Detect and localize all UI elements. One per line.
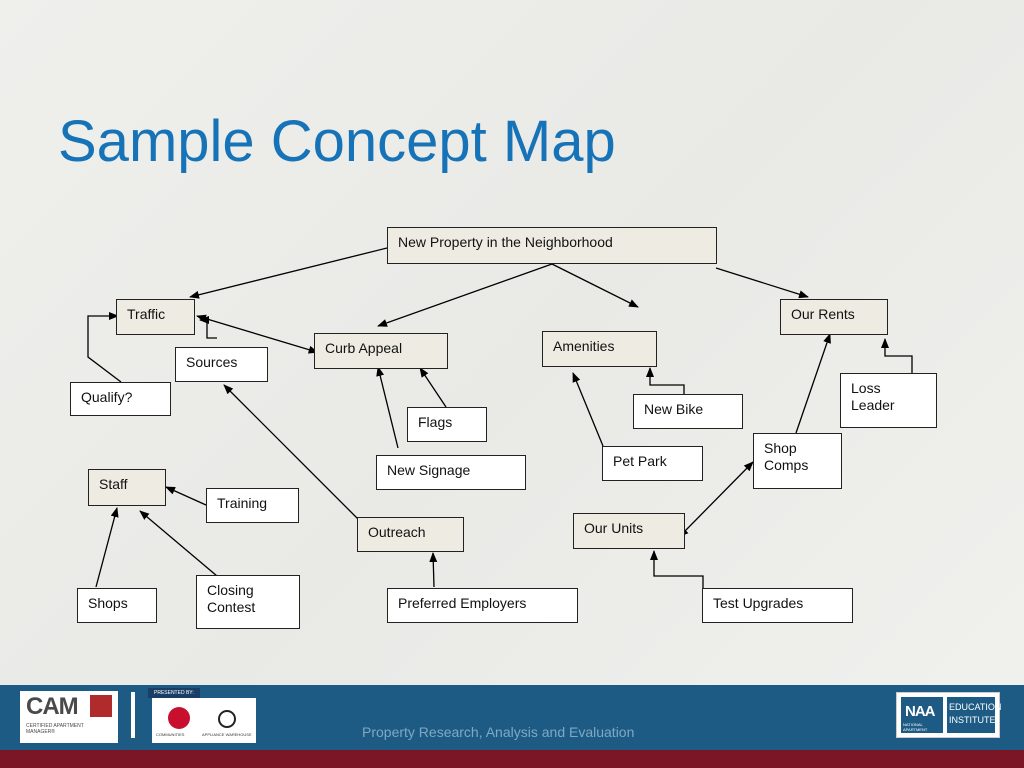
arrow-newbike-amenities <box>646 367 685 394</box>
sponsor-b-icon <box>218 710 236 728</box>
sponsor-b-label: APPLIANCE WAREHOUSE <box>202 732 252 737</box>
slide-title: Sample Concept Map <box>58 109 616 174</box>
arrow-petpark-amenities <box>572 372 604 447</box>
arrow-closingcontest-staff <box>139 510 218 577</box>
node-staff: Staff <box>88 469 166 506</box>
arrow-training-staff <box>165 486 207 506</box>
node-pet-park: Pet Park <box>602 446 703 481</box>
arrow-newprop-ourrents <box>715 267 809 299</box>
footer-stripe <box>0 750 1024 768</box>
arrow-shopcomps-ourrents <box>795 333 831 434</box>
arrow-traffic-curbappeal <box>196 314 319 354</box>
naa-mark-icon: NAA NATIONAL APARTMENT ASSOCIATION <box>901 697 943 737</box>
sponsor-a-label: COMMUNITIES <box>156 732 185 737</box>
arrow-ourunits-shopcomps <box>678 461 754 538</box>
node-traffic: Traffic <box>116 299 195 335</box>
node-our-rents: Our Rents <box>780 299 888 335</box>
node-new-property: New Property in the Neighborhood <box>387 227 717 264</box>
node-test-upgrades: Test Upgrades <box>702 588 853 623</box>
footer-divider <box>131 692 135 738</box>
node-new-bike: New Bike <box>633 394 743 429</box>
node-preferred-employers: Preferred Employers <box>387 588 578 623</box>
arrow-testupgrades-ourunits <box>650 550 704 603</box>
node-shop-comps: Shop Comps <box>753 433 842 489</box>
footer-caption: Property Research, Analysis and Evaluati… <box>362 724 635 740</box>
arrow-newprop-traffic <box>189 247 388 299</box>
node-flags: Flags <box>407 407 487 442</box>
node-curb-appeal: Curb Appeal <box>314 333 448 369</box>
arrow-flags-curbappeal <box>419 367 447 408</box>
naa-logo: NAA NATIONAL APARTMENT ASSOCIATION EDUCA… <box>896 692 1001 738</box>
arrow-shops-staff <box>95 507 119 588</box>
sponsor-logos-box: COMMUNITIES APPLIANCE WAREHOUSE <box>152 698 256 743</box>
node-amenities: Amenities <box>542 331 657 367</box>
node-sources: Sources <box>175 347 268 382</box>
cam-logo-subtitle: CERTIFIED APARTMENT MANAGER® <box>26 723 84 735</box>
naa-logo-subtitle: NATIONAL APARTMENT ASSOCIATION <box>903 722 931 737</box>
arrow-qualify-traffic <box>87 312 122 383</box>
sponsor-a-icon <box>168 707 190 729</box>
arrow-preferredemployers-outreach <box>429 552 438 588</box>
node-our-units: Our Units <box>573 513 685 549</box>
arrow-lossleader-ourrents <box>881 338 913 373</box>
node-outreach: Outreach <box>357 517 464 552</box>
node-closing-contest: Closing Contest <box>196 575 300 629</box>
arrow-newsignage-curbappeal <box>376 366 399 449</box>
education-institute-label: EDUCATION INSTITUTE <box>947 697 1001 733</box>
arrow-newprop-curbappeal <box>377 263 553 327</box>
node-new-signage: New Signage <box>376 455 526 490</box>
arrow-sources-traffic <box>199 316 217 339</box>
presented-by-logo: COMMUNITIES APPLIANCE WAREHOUSE PRESENTE… <box>148 688 258 745</box>
node-shops: Shops <box>77 588 157 623</box>
node-loss-leader: Loss Leader <box>840 373 937 428</box>
cam-logo-letters: CAM <box>26 693 79 720</box>
cam-logo: CAM CERTIFIED APARTMENT MANAGER® <box>20 691 118 743</box>
node-qualify: Qualify? <box>70 382 171 416</box>
presented-by-label: PRESENTED BY: <box>148 688 200 698</box>
arrow-newprop-amenities <box>551 263 639 308</box>
node-training: Training <box>206 488 299 523</box>
naa-logo-letters: NAA <box>905 703 935 720</box>
arrow-outreach-sources <box>223 384 361 522</box>
cam-seal-icon <box>90 695 112 717</box>
